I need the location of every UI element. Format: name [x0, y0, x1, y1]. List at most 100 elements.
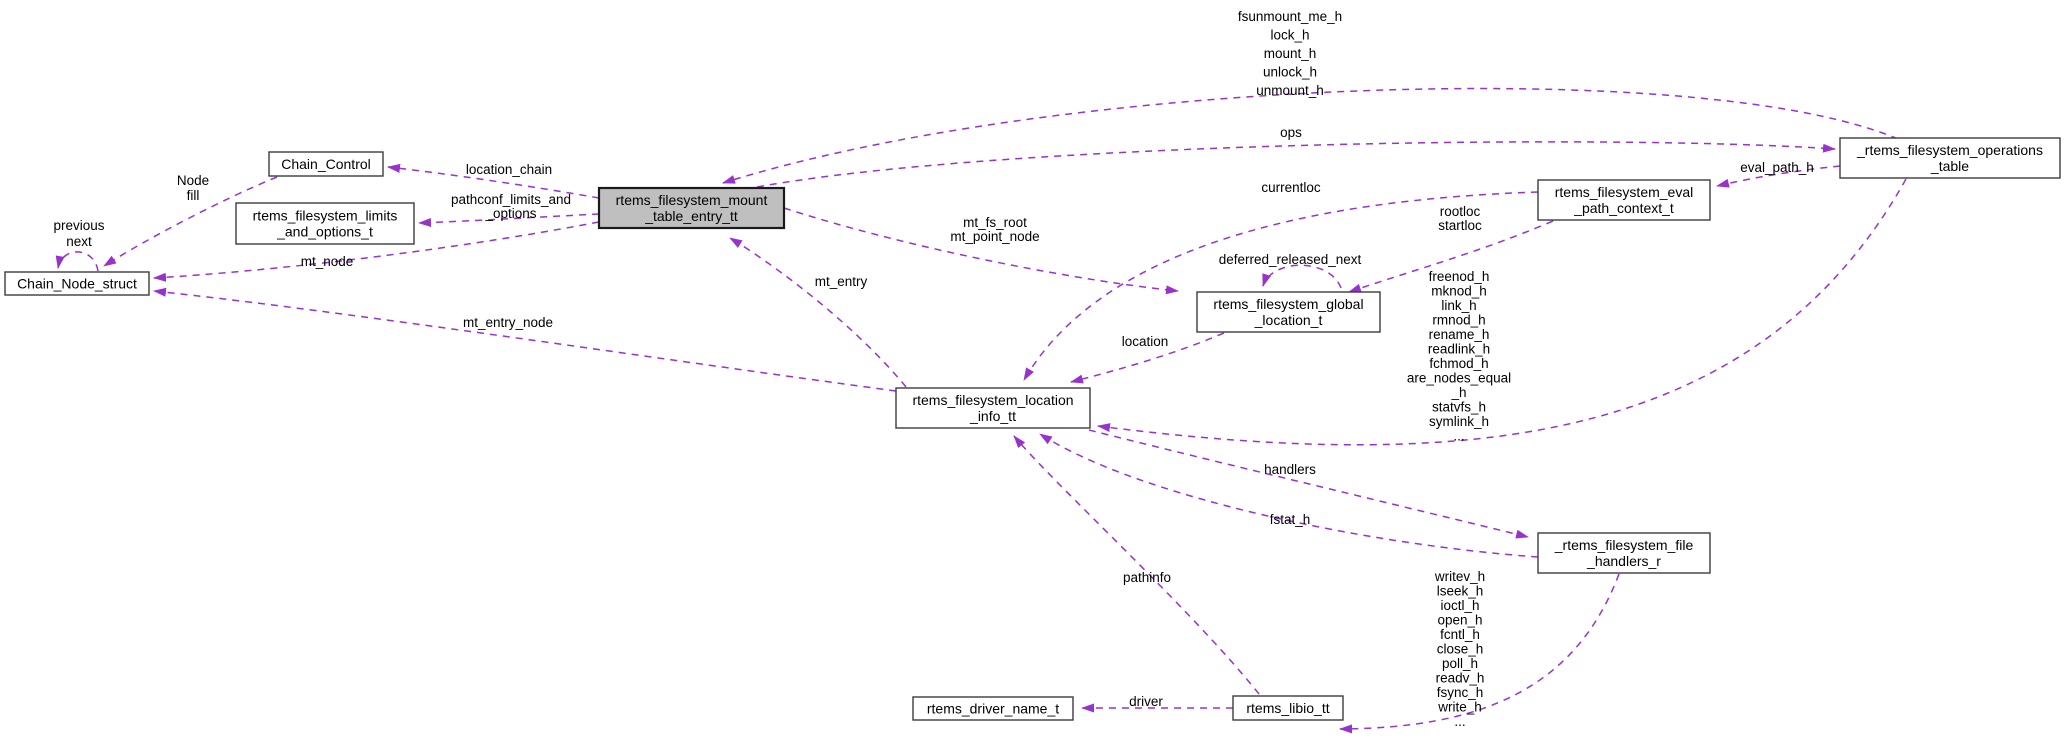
edge-label-writev-group: write_h — [1437, 700, 1482, 715]
node-box-libio[interactable] — [1232, 695, 1344, 721]
edge-label-previous-next-loop: previous — [53, 218, 104, 233]
node-chain-node-struct[interactable]: Chain_Node_struct — [4, 271, 150, 296]
node-box-driver-name[interactable] — [912, 696, 1074, 721]
edge-label-writev-group: open_h — [1437, 613, 1482, 628]
edge-mt-node — [153, 221, 600, 282]
node-label-limits-and-options: rtems_filesystem_limits — [253, 208, 398, 224]
edge-label-rootloc-startloc: rootloc — [1440, 204, 1481, 219]
edge-label-fsunmount-group: unlock_h — [1263, 65, 1317, 80]
edge-deferred-released-next-loop — [1262, 264, 1342, 289]
edge-previous-next-loop — [55, 251, 99, 272]
node-label-mount-table-entry: _table_entry_tt — [644, 208, 738, 224]
node-label-file-handlers: _handlers_r — [1586, 553, 1661, 569]
node-file-handlers[interactable]: _rtems_filesystem_file_handlers_r — [1537, 532, 1711, 574]
edge-label-fsunmount-group: unmount_h — [1256, 83, 1324, 98]
edge-label-pathconf-limits-and-options: _options — [484, 206, 536, 221]
edge-label-freenod-group: symlink_h — [1429, 414, 1489, 429]
edge-label-freenod-group: rmnod_h — [1432, 313, 1485, 328]
node-label-operations-table: _rtems_filesystem_operations — [1856, 142, 2043, 158]
edge-label-driver: driver — [1129, 694, 1163, 709]
edge-label-writev-group: close_h — [1437, 642, 1484, 657]
edge-pathconf-limits-and-options — [418, 213, 600, 228]
edge-freenod-group — [1097, 178, 1907, 446]
edge-label-ops: ops — [1280, 125, 1302, 140]
edge-label-currentloc: currentloc — [1261, 180, 1321, 195]
node-box-chain-node-struct[interactable] — [4, 271, 150, 296]
edge-label-mt-fs-root-mt-point-node: mt_fs_root — [963, 215, 1027, 230]
node-label-location-info: rtems_filesystem_location — [912, 392, 1073, 408]
edge-label-node-fill: fill — [187, 188, 200, 203]
node-operations-table[interactable]: _rtems_filesystem_operations_table — [1839, 137, 2061, 179]
edge-currentloc — [1023, 191, 1539, 381]
node-box-limits-and-options[interactable] — [235, 202, 415, 245]
edge-mt-entry — [729, 237, 907, 388]
node-label-libio: rtems_libio_tt — [1246, 700, 1329, 716]
edge-location-chain — [387, 163, 600, 199]
edge-label-handlers: handlers — [1264, 462, 1316, 477]
node-label-eval-path-context: rtems_filesystem_eval — [1555, 184, 1694, 200]
node-label-mount-table-entry: rtems_filesystem_mount — [616, 192, 768, 208]
edge-writev-group — [1339, 573, 1620, 734]
edge-eval-path-h — [1716, 165, 1841, 188]
node-location-info[interactable]: rtems_filesystem_location_info_tt — [895, 387, 1091, 429]
node-label-global-location: _location_t — [1254, 312, 1323, 328]
edge-label-writev-group: ioctl_h — [1440, 598, 1479, 613]
edge-label-fsunmount-group: mount_h — [1264, 46, 1317, 61]
edge-label-writev-group: ... — [1454, 714, 1465, 729]
node-limits-and-options[interactable]: rtems_filesystem_limits_and_options_t — [235, 202, 415, 245]
node-label-limits-and-options: _and_options_t — [276, 224, 373, 240]
edge-handlers — [1088, 429, 1529, 539]
edge-label-pathinfo: pathinfo — [1123, 570, 1171, 585]
edge-label-freenod-group: rename_h — [1429, 327, 1490, 342]
edge-label-writev-group: readv_h — [1436, 671, 1485, 686]
edge-label-freenod-group: fchmod_h — [1429, 356, 1488, 371]
node-box-mount-table-entry[interactable] — [597, 186, 786, 230]
node-label-chain-node-struct: Chain_Node_struct — [17, 276, 137, 292]
edge-pathinfo — [1013, 435, 1260, 695]
node-label-file-handlers: _rtems_filesystem_file — [1554, 537, 1694, 553]
edge-label-freenod-group: _h — [1450, 385, 1466, 400]
edge-label-writev-group: poll_h — [1442, 656, 1478, 671]
node-mount-table-entry[interactable]: rtems_filesystem_mount_table_entry_tt — [597, 186, 786, 230]
node-global-location[interactable]: rtems_filesystem_global_location_t — [1196, 291, 1381, 333]
node-box-operations-table[interactable] — [1839, 137, 2061, 179]
edge-label-location-chain: location_chain — [466, 162, 552, 177]
node-box-global-location[interactable] — [1196, 291, 1381, 333]
edge-label-previous-next-loop: next — [66, 234, 92, 249]
node-driver-name[interactable]: rtems_driver_name_t — [912, 696, 1074, 721]
edge-label-location: location — [1122, 334, 1169, 349]
node-label-driver-name: rtems_driver_name_t — [927, 701, 1059, 717]
edge-mt-fs-root-mt-point-node — [783, 207, 1179, 295]
edge-label-pathconf-limits-and-options: pathconf_limits_and — [451, 192, 571, 207]
node-eval-path-context[interactable]: rtems_filesystem_eval_path_context_t — [1537, 179, 1711, 221]
edge-label-freenod-group: readlink_h — [1428, 342, 1490, 357]
node-box-file-handlers[interactable] — [1537, 532, 1711, 574]
edge-label-fsunmount-group: fsunmount_me_h — [1238, 9, 1342, 24]
edge-label-writev-group: fsync_h — [1437, 685, 1484, 700]
edge-label-freenod-group: mknod_h — [1431, 284, 1487, 299]
edge-mt-entry-node — [153, 287, 897, 392]
edge-label-node-fill: Node — [177, 173, 209, 188]
node-label-location-info: _info_tt — [969, 408, 1016, 424]
edge-label-mt-node: mt_node — [301, 254, 354, 269]
node-libio[interactable]: rtems_libio_tt — [1232, 695, 1344, 721]
edge-label-freenod-group: freenod_h — [1429, 269, 1490, 284]
node-label-eval-path-context: _path_context_t — [1573, 200, 1674, 216]
edge-fstat-h — [1039, 433, 1539, 558]
node-label-global-location: rtems_filesystem_global — [1213, 296, 1363, 312]
edge-fsunmount-group — [722, 87, 1899, 184]
edge-rootloc-startloc — [1348, 220, 1554, 293]
node-box-eval-path-context[interactable] — [1537, 179, 1711, 221]
node-box-chain-control[interactable] — [268, 151, 384, 177]
edge-label-mt-entry: mt_entry — [815, 274, 868, 289]
edge-label-fsunmount-group: lock_h — [1270, 28, 1309, 43]
node-chain-control[interactable]: Chain_Control — [268, 151, 384, 177]
edge-label-fstat-h: fstat_h — [1270, 512, 1311, 527]
edge-location — [1070, 332, 1225, 384]
node-box-location-info[interactable] — [895, 387, 1091, 429]
node-label-chain-control: Chain_Control — [281, 156, 371, 172]
edge-label-freenod-group: statvfs_h — [1432, 400, 1486, 415]
edge-label-freenod-group: are_nodes_equal — [1407, 371, 1511, 386]
